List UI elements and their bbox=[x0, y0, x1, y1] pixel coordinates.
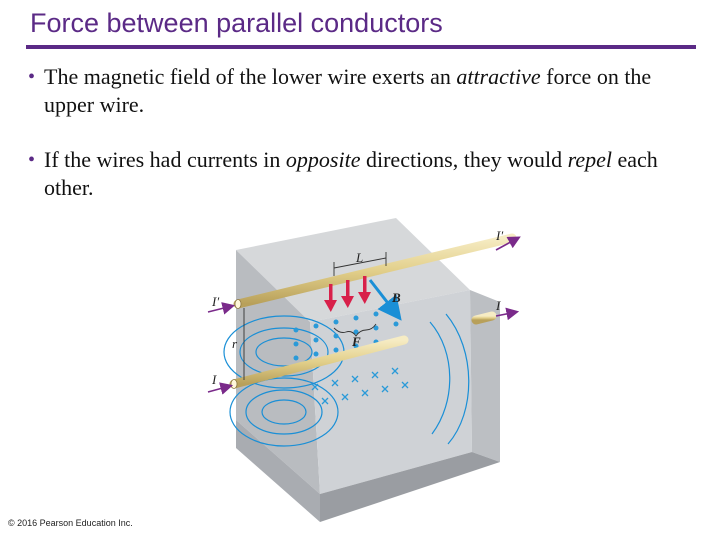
block-right-face bbox=[470, 290, 500, 462]
bullet-text: If the wires had currents in opposite di… bbox=[28, 146, 698, 202]
right-wire-stub bbox=[471, 311, 497, 325]
field-lines bbox=[223, 313, 470, 447]
force-arrows bbox=[324, 276, 371, 312]
bullet-text-part: each other. bbox=[44, 147, 658, 200]
upper-wire bbox=[233, 233, 517, 309]
bullet-text-part: If the wires had currents in bbox=[44, 147, 286, 172]
bullet-marker: • bbox=[28, 149, 36, 171]
block-back-face bbox=[310, 290, 472, 494]
label-separation: r bbox=[232, 336, 238, 351]
parallel-conductors-figure: I′ I′ I I L B F r bbox=[207, 218, 521, 522]
length-dimension bbox=[333, 252, 387, 276]
bullet-text-part: directions, they would bbox=[360, 147, 568, 172]
block-front-face bbox=[236, 420, 320, 522]
slide-title: Force between parallel conductors bbox=[30, 8, 443, 38]
bullet-text: The magnetic field of the lower wire exe… bbox=[28, 63, 698, 119]
label-field: B bbox=[391, 290, 401, 305]
label-current-top-left: I′ bbox=[211, 294, 219, 309]
bullet-text-emphasis: attractive bbox=[456, 64, 541, 89]
current-arrow-bottom-left bbox=[207, 382, 234, 395]
title-underline bbox=[26, 45, 696, 49]
bullet-attractive-force: • The magnetic field of the lower wire e… bbox=[28, 63, 698, 119]
copyright-notice: © 2016 Pearson Education Inc. bbox=[8, 518, 133, 528]
bullet-opposite-currents: • If the wires had currents in opposite … bbox=[28, 146, 698, 202]
bullet-text-part: The magnetic field of the lower wire exe… bbox=[44, 64, 457, 89]
bullet-marker: • bbox=[28, 66, 36, 88]
bullet-text-emphasis: repel bbox=[567, 147, 613, 172]
label-current-bottom-left: I bbox=[211, 372, 217, 387]
label-current-top-right: I′ bbox=[495, 228, 503, 243]
block-bottom-face bbox=[320, 452, 500, 522]
label-current-bottom-right: I bbox=[495, 298, 501, 313]
bullet-text-emphasis: opposite bbox=[285, 147, 361, 172]
label-force: F bbox=[351, 334, 361, 349]
current-arrow-top-right bbox=[495, 236, 521, 251]
label-length: L bbox=[355, 250, 363, 265]
force-brace bbox=[333, 323, 377, 337]
block-top-face bbox=[236, 218, 470, 322]
current-arrow-bottom-right bbox=[495, 307, 520, 321]
current-arrow-top-left bbox=[207, 302, 236, 315]
field-dots bbox=[293, 311, 399, 361]
field-arrow bbox=[368, 279, 402, 321]
field-crosses bbox=[311, 367, 409, 405]
bullet-text-part: force on the upper wire. bbox=[44, 64, 652, 117]
